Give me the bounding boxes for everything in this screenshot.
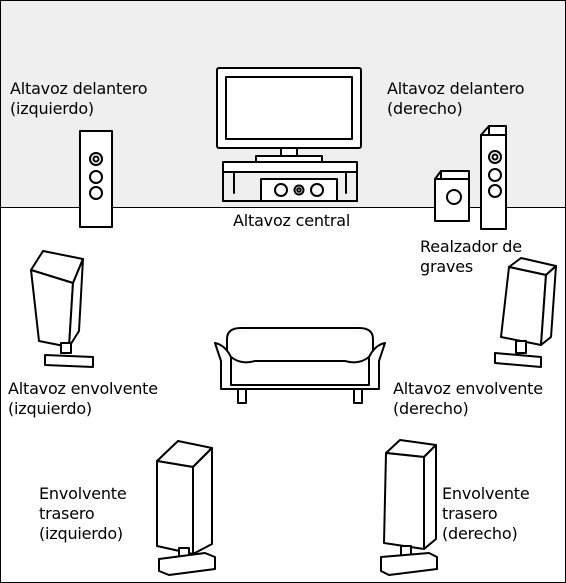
front-right-label-line1: Altavoz delantero bbox=[387, 79, 525, 98]
rear-right-label-line3: (derecho) bbox=[442, 524, 518, 543]
surround-left-label-line1: Altavoz envolvente bbox=[8, 379, 158, 398]
rear-left-label: Envolvente trasero (izquierdo) bbox=[39, 484, 127, 544]
front-left-label-line2: (izquierdo) bbox=[10, 99, 94, 118]
center-label: Altavoz central bbox=[233, 211, 350, 231]
front-right-label: Altavoz delantero (derecho) bbox=[387, 79, 525, 119]
surround-right-label-line2: (derecho) bbox=[393, 399, 469, 418]
front-left-speaker-icon bbox=[79, 130, 113, 228]
rear-right-label: Envolvente trasero (derecho) bbox=[442, 484, 530, 544]
subwoofer-label-line2: graves bbox=[420, 257, 473, 276]
front-left-label: Altavoz delantero (izquierdo) bbox=[10, 79, 148, 119]
rear-right-label-line1: Envolvente bbox=[442, 484, 530, 503]
subwoofer-label-line1: Realzador de bbox=[420, 237, 522, 256]
front-right-speaker-icon bbox=[480, 125, 507, 230]
surround-right-label-line1: Altavoz envolvente bbox=[393, 379, 543, 398]
subwoofer-icon bbox=[434, 170, 470, 222]
center-speaker-icon bbox=[260, 178, 338, 202]
front-left-label-line1: Altavoz delantero bbox=[10, 79, 148, 98]
sofa-icon bbox=[214, 327, 386, 404]
rear-left-label-line2: trasero bbox=[39, 504, 95, 523]
front-right-label-line2: (derecho) bbox=[387, 99, 463, 118]
rear-left-label-line1: Envolvente bbox=[39, 484, 127, 503]
surround-right-label: Altavoz envolvente (derecho) bbox=[393, 379, 543, 419]
subwoofer-label: Realzador de graves bbox=[420, 237, 522, 277]
rear-left-label-line3: (izquierdo) bbox=[39, 524, 123, 543]
surround-left-label-line2: (izquierdo) bbox=[8, 399, 92, 418]
surround-left-label: Altavoz envolvente (izquierdo) bbox=[8, 379, 158, 419]
surround-left-speaker-icon bbox=[30, 250, 94, 368]
tv-stand-icon bbox=[222, 161, 358, 202]
rear-right-label-line2: trasero bbox=[442, 504, 498, 523]
rear-right-speaker-icon bbox=[380, 439, 438, 576]
television-icon bbox=[216, 67, 362, 163]
surround-right-speaker-icon bbox=[494, 257, 557, 368]
center-label-line1: Altavoz central bbox=[233, 211, 351, 230]
rear-left-speaker-icon bbox=[156, 440, 216, 576]
